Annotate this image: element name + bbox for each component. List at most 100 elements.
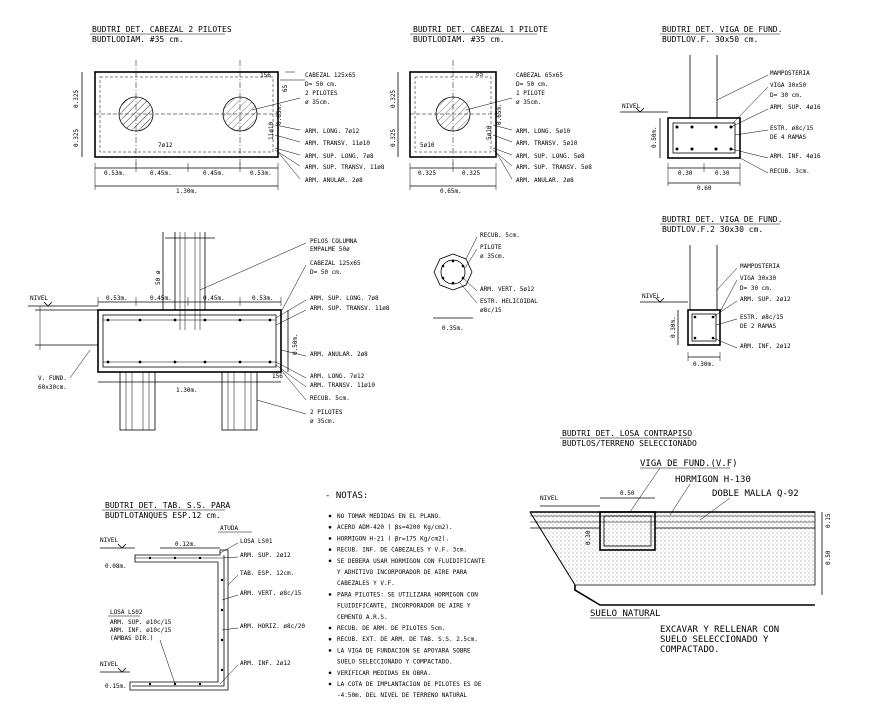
title: BUDTRI DET. CABEZAL 1 PILOTE <box>413 25 548 34</box>
note-item: Y ADHITIVO INCORPORADOR DE AIRE PARA <box>337 569 467 576</box>
svg-text:EXCAVAR Y RELLENAR CON: EXCAVAR Y RELLENAR CON <box>660 625 779 635</box>
svg-text:MAMPOSTERIA: MAMPOSTERIA <box>740 263 780 270</box>
svg-text:ø 35cm.: ø 35cm. <box>516 99 541 106</box>
labels: PELOS COLUMNA EMPALME 50ø CABEZAL 125x65… <box>310 238 390 425</box>
svg-text:0.35m.: 0.35m. <box>442 325 464 332</box>
svg-text:ARM. INF. 4ø16: ARM. INF. 4ø16 <box>770 153 821 160</box>
note-bullet <box>328 682 332 686</box>
svg-text:65: 65 <box>476 71 484 78</box>
svg-text:LOSA LS01: LOSA LS01 <box>240 538 273 545</box>
svg-text:0.30m.: 0.30m. <box>693 361 715 368</box>
svg-text:0.65m.: 0.65m. <box>440 188 462 195</box>
subtitle: BUDTLOV.F. 30x50 cm. <box>662 35 758 44</box>
svg-text:0.30m.: 0.30m. <box>670 316 677 338</box>
note-bullet <box>328 671 332 675</box>
note-item: PARA PILOTES: SE UTILIZARA HORMIGON CON <box>337 591 478 598</box>
svg-text:ø8c/15: ø8c/15 <box>480 307 502 314</box>
detail-tab-ss-tanques: BUDTRI DET. TAB. S.S. PARA BUDTLOTANQUES… <box>100 501 305 691</box>
svg-text:NIVEL: NIVEL <box>30 295 48 302</box>
svg-text:0.15m.: 0.15m. <box>105 683 127 690</box>
svg-text:HORMIGON H-130: HORMIGON H-130 <box>675 475 751 485</box>
labels: MAMPOSTERIA VIGA 30x50 D= 30 cm. ARM. SU… <box>770 70 821 175</box>
note-item: LA COTA DE IMPLANTACION DE PILOTES ES DE <box>337 681 482 688</box>
detail-viga-fund-30x50: BUDTRI DET. VIGA DE FUND. BUDTLOV.F. 30x… <box>620 25 821 192</box>
detail-losa-contrapiso: BUDTRI DET. LOSA CONTRAPISO BUDTLOS/TERR… <box>529 429 832 655</box>
svg-text:ESTR. HELICOIDAL: ESTR. HELICOIDAL <box>480 298 538 305</box>
svg-text:0.325: 0.325 <box>73 90 80 108</box>
svg-text:1.30m.: 1.30m. <box>176 188 198 195</box>
subtitle: BUDTLOS/TERRENO SELECCIONADO <box>562 439 697 448</box>
svg-text:ARM. TRANSV. 11ø10: ARM. TRANSV. 11ø10 <box>305 140 370 147</box>
detail-cabezal-elevation: 50 ø 0.53m. 0.45m. 0.45m. 0.53m. 1.30m. … <box>28 232 390 431</box>
svg-text:D= 30 cm.: D= 30 cm. <box>740 285 773 292</box>
svg-text:ESTR. ø8c/15: ESTR. ø8c/15 <box>770 125 814 132</box>
svg-text:0.12m.: 0.12m. <box>175 541 197 548</box>
title: BUDTRI DET. TAB. S.S. PARA <box>105 501 230 510</box>
svg-text:ESTR. ø8c/15: ESTR. ø8c/15 <box>740 314 784 321</box>
svg-text:156: 156 <box>260 72 271 79</box>
circle-hatch-1 <box>119 97 153 131</box>
note-item: ACERO ADM-420 ( βs=4200 Kg/cm2). <box>337 524 453 531</box>
svg-text:0.45m.: 0.45m. <box>203 295 225 302</box>
svg-text:ARM. SUP. LONG. 5ø8: ARM. SUP. LONG. 5ø8 <box>516 153 585 160</box>
note-item: CEMENTO A.R.S. <box>337 614 388 621</box>
subtitle: BUDTLODIAM. #35 cm. <box>413 35 505 44</box>
svg-text:0.08m.: 0.08m. <box>105 563 127 570</box>
subtitle: BUDTLODIAM. #35 cm. <box>92 35 184 44</box>
svg-text:0.50: 0.50 <box>825 550 832 565</box>
note-item: HORMIGON H-21 ( βr=175 Kg/cm2). <box>337 535 449 542</box>
svg-text:0.325: 0.325 <box>390 129 397 147</box>
svg-text:0.325: 0.325 <box>390 90 397 108</box>
svg-text:SUELO SELECCIONADO Y: SUELO SELECCIONADO Y <box>660 635 769 645</box>
note-bullet <box>328 649 332 652</box>
svg-text:NIVEL: NIVEL <box>540 495 558 502</box>
svg-text:0.15: 0.15 <box>825 513 832 528</box>
svg-text:0.53m.: 0.53m. <box>252 295 274 302</box>
svg-text:NIVEL: NIVEL <box>622 103 640 110</box>
svg-text:NIVEL: NIVEL <box>100 661 118 668</box>
note-bullet <box>328 525 332 529</box>
svg-text:CABEZAL 125x65: CABEZAL 125x65 <box>310 260 361 267</box>
svg-text:VIGA 30x50: VIGA 30x50 <box>770 82 807 89</box>
svg-text:DE 4 RAMAS: DE 4 RAMAS <box>770 134 807 141</box>
svg-text:PELOS COLUMNA: PELOS COLUMNA <box>310 238 357 245</box>
svg-text:ARM. LONG. 7ø12: ARM. LONG. 7ø12 <box>305 128 360 135</box>
note-item: CABEZALES Y V.F. <box>337 580 395 587</box>
svg-text:0.65m.: 0.65m. <box>276 103 283 125</box>
svg-text:ARM. ANULAR. 2ø8: ARM. ANULAR. 2ø8 <box>516 177 574 184</box>
svg-text:TAB. ESP. 12cm.: TAB. ESP. 12cm. <box>240 570 294 577</box>
notes-block: - NOTAS: NO TOMAR MEDIDAS EN EL PLANO.AC… <box>325 491 485 699</box>
svg-text:ARM. SUP. TRANSV. 11ø8: ARM. SUP. TRANSV. 11ø8 <box>305 164 385 171</box>
note-bullet <box>328 626 332 630</box>
svg-text:0.30: 0.30 <box>678 170 693 177</box>
svg-text:ARM. SUP. 2ø12: ARM. SUP. 2ø12 <box>240 552 291 559</box>
svg-text:ARM. ANULAR. 2ø8: ARM. ANULAR. 2ø8 <box>305 177 363 184</box>
svg-text:0.45m.: 0.45m. <box>203 170 225 177</box>
detail-pilote-section: 0.35m. RECUB. 5cm. PILOTE ø 35cm. ARM. V… <box>433 232 538 332</box>
svg-text:0.53m.: 0.53m. <box>106 295 128 302</box>
svg-text:0.325: 0.325 <box>462 170 480 177</box>
note-bullet <box>328 514 332 518</box>
title: BUDTRI DET. CABEZAL 2 PILOTES <box>92 25 232 34</box>
svg-text:D= 50 cm.: D= 50 cm. <box>516 81 549 88</box>
svg-text:ARM. INF. 2ø12: ARM. INF. 2ø12 <box>740 343 791 350</box>
svg-text:CABEZAL 65x65: CABEZAL 65x65 <box>516 72 563 79</box>
svg-text:LOSA LS02: LOSA LS02 <box>110 609 143 616</box>
labels: CABEZAL 65x65 D= 50 cm. 1 PILOTE ø 35cm.… <box>516 72 592 184</box>
note-item: -4.50m. DEL NIVEL DE TERRENO NATURAL <box>337 692 467 699</box>
svg-text:ARM. ANULAR. 2ø8: ARM. ANULAR. 2ø8 <box>310 351 368 358</box>
note-bullet <box>328 593 332 596</box>
notes-title: - NOTAS: <box>325 491 368 501</box>
svg-text:ø 35cm.: ø 35cm. <box>480 253 505 260</box>
svg-text:7ø12: 7ø12 <box>158 142 173 149</box>
svg-text:ARM. SUP. ø10c/15: ARM. SUP. ø10c/15 <box>110 619 172 626</box>
note-item: SE DEBERA USAR HORMIGON CON FLUIDIFICANT… <box>337 558 485 565</box>
note-item: RECUB. INF. DE CABEZALES Y V.F. 3cm. <box>337 547 467 554</box>
svg-text:SUELO NATURAL: SUELO NATURAL <box>590 609 660 619</box>
note-bullet <box>328 559 332 563</box>
svg-text:ø 35cm.: ø 35cm. <box>310 418 335 425</box>
note-item: VERIFICAR MEDIDAS EN OBRA. <box>337 670 431 677</box>
svg-text:RECUB. 5cm.: RECUB. 5cm. <box>480 232 520 239</box>
subtitle: BUDTLOV.F.2 30x30 cm. <box>662 225 763 234</box>
